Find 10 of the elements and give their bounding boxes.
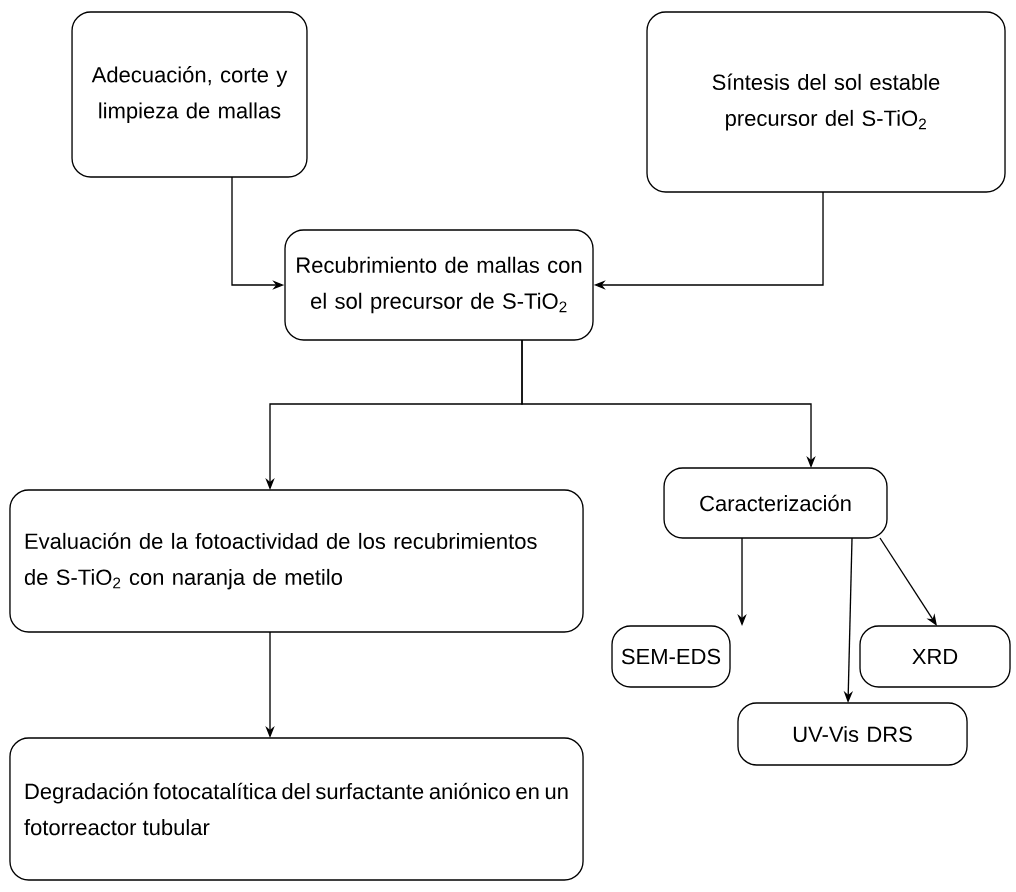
process-box: Síntesis del sol estable precursor del S-TiO$_{2}$ <box>646 11 1006 193</box>
process-box: Degradación fotocatalítica del surfactante aniónico en un fotorreactor tubular <box>9 737 584 881</box>
process-box: Caracterización <box>663 467 888 539</box>
process-box: Recubrimiento de mallas con el sol precursor de S-TiO$_{2}$ <box>284 229 594 341</box>
process-box: Evaluación de la fotoactividad de los recubrimientos de S-TiO$_{2}$ con naranja de metilo <box>9 489 584 633</box>
process-box: UV-Vis DRS <box>737 702 968 766</box>
process-box: Adecuación, corte y limpieza de mallas <box>71 11 308 178</box>
arrow <box>879 537 937 626</box>
process-box: XRD <box>859 625 1011 688</box>
process-box: SEM-EDS <box>611 625 731 688</box>
